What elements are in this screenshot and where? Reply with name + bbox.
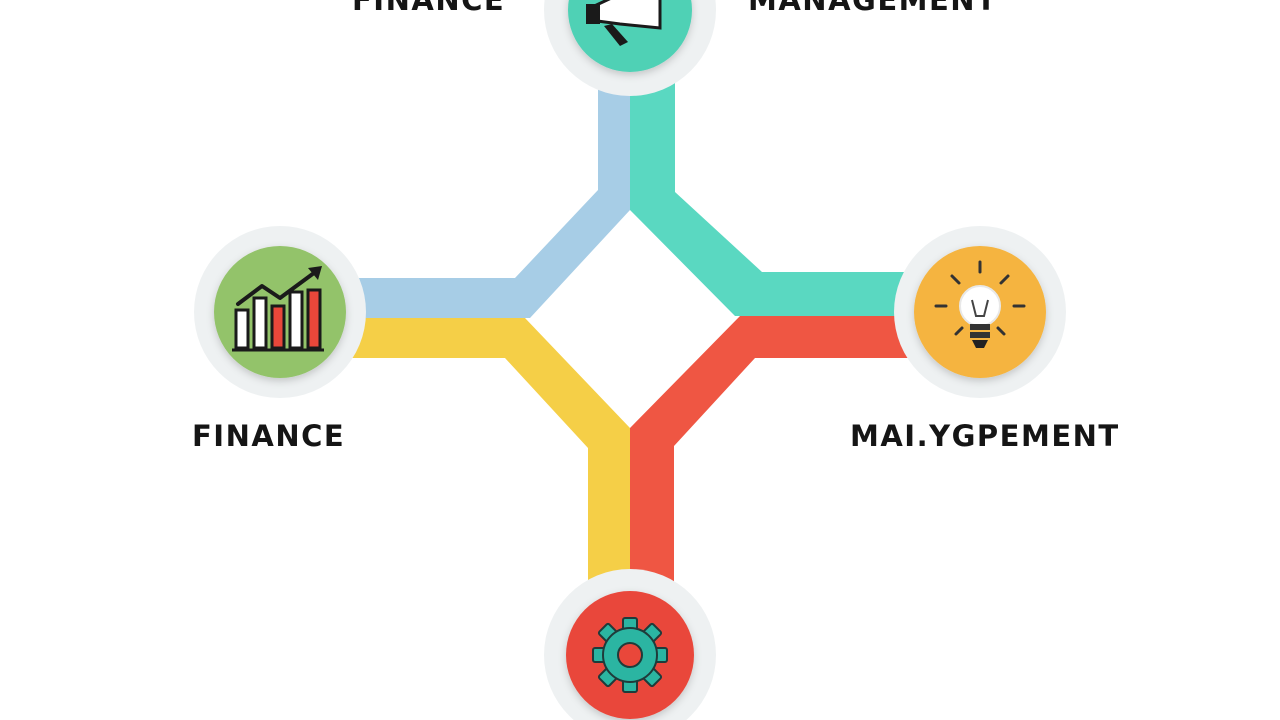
connector-band-blue (340, 60, 630, 318)
label-top-right: MANAGEMENT (748, 0, 998, 17)
connector-group (340, 60, 930, 620)
connector-band-red (630, 316, 930, 620)
label-top-left: FINANCE (352, 0, 506, 17)
label-left: FINANCE (192, 419, 346, 453)
label-right: MAI.YGPEMENT (850, 419, 1120, 453)
connector-band-teal (630, 60, 930, 316)
growth-chart-icon (232, 266, 324, 352)
lightbulb-icon (934, 260, 1026, 348)
megaphone-icon (586, 0, 662, 46)
connector-band-yellow (340, 318, 630, 620)
gear-icon (592, 617, 668, 693)
